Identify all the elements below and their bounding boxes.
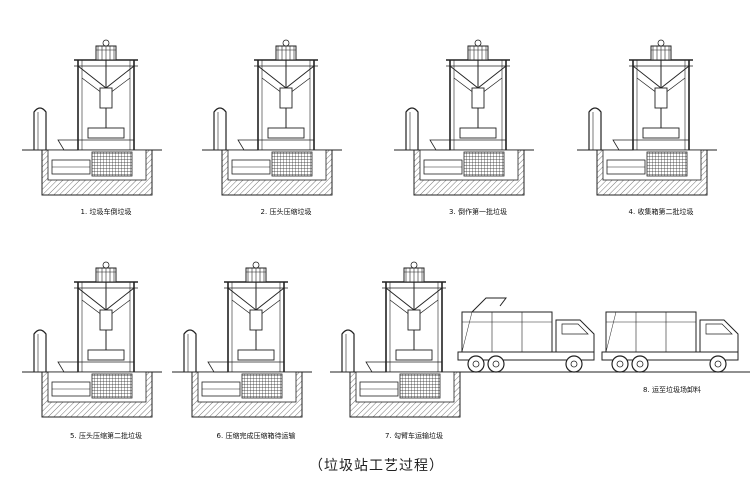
stage-label: 6. 压缩完成压缩箱待运输 [217, 431, 296, 440]
stage-2: 2. 压头压缩垃圾 [201, 39, 343, 216]
stage-label: 8. 运至垃圾场卸料 [643, 385, 701, 394]
stage-label: 3. 倒作第一批垃圾 [449, 207, 507, 216]
stage-3: 3. 倒作第一批垃圾 [393, 39, 535, 216]
stage-label: 1. 垃圾车倒垃圾 [81, 207, 132, 216]
stage-6: 6. 压缩完成压缩箱待运输 [171, 261, 313, 440]
stage-label: 7. 勾臂车运输垃圾 [385, 431, 443, 440]
stage-7: 7. 勾臂车运输垃圾 [329, 261, 471, 440]
stage-label: 5. 压头压缩第二批垃圾 [70, 431, 142, 440]
stage-label: 2. 压头压缩垃圾 [261, 207, 312, 216]
stage-8 [601, 311, 739, 373]
stage-4: 4. 收集箱第二批垃圾 [576, 39, 718, 216]
stage-label: 4. 收集箱第二批垃圾 [629, 207, 694, 216]
hook-lift-truck-loading [457, 297, 595, 373]
stage-5: 5. 压头压缩第二批垃圾 [21, 261, 163, 440]
diagram-caption: （垃圾站工艺过程） [309, 458, 444, 474]
stage-1: 1. 垃圾车倒垃圾 [21, 39, 163, 216]
